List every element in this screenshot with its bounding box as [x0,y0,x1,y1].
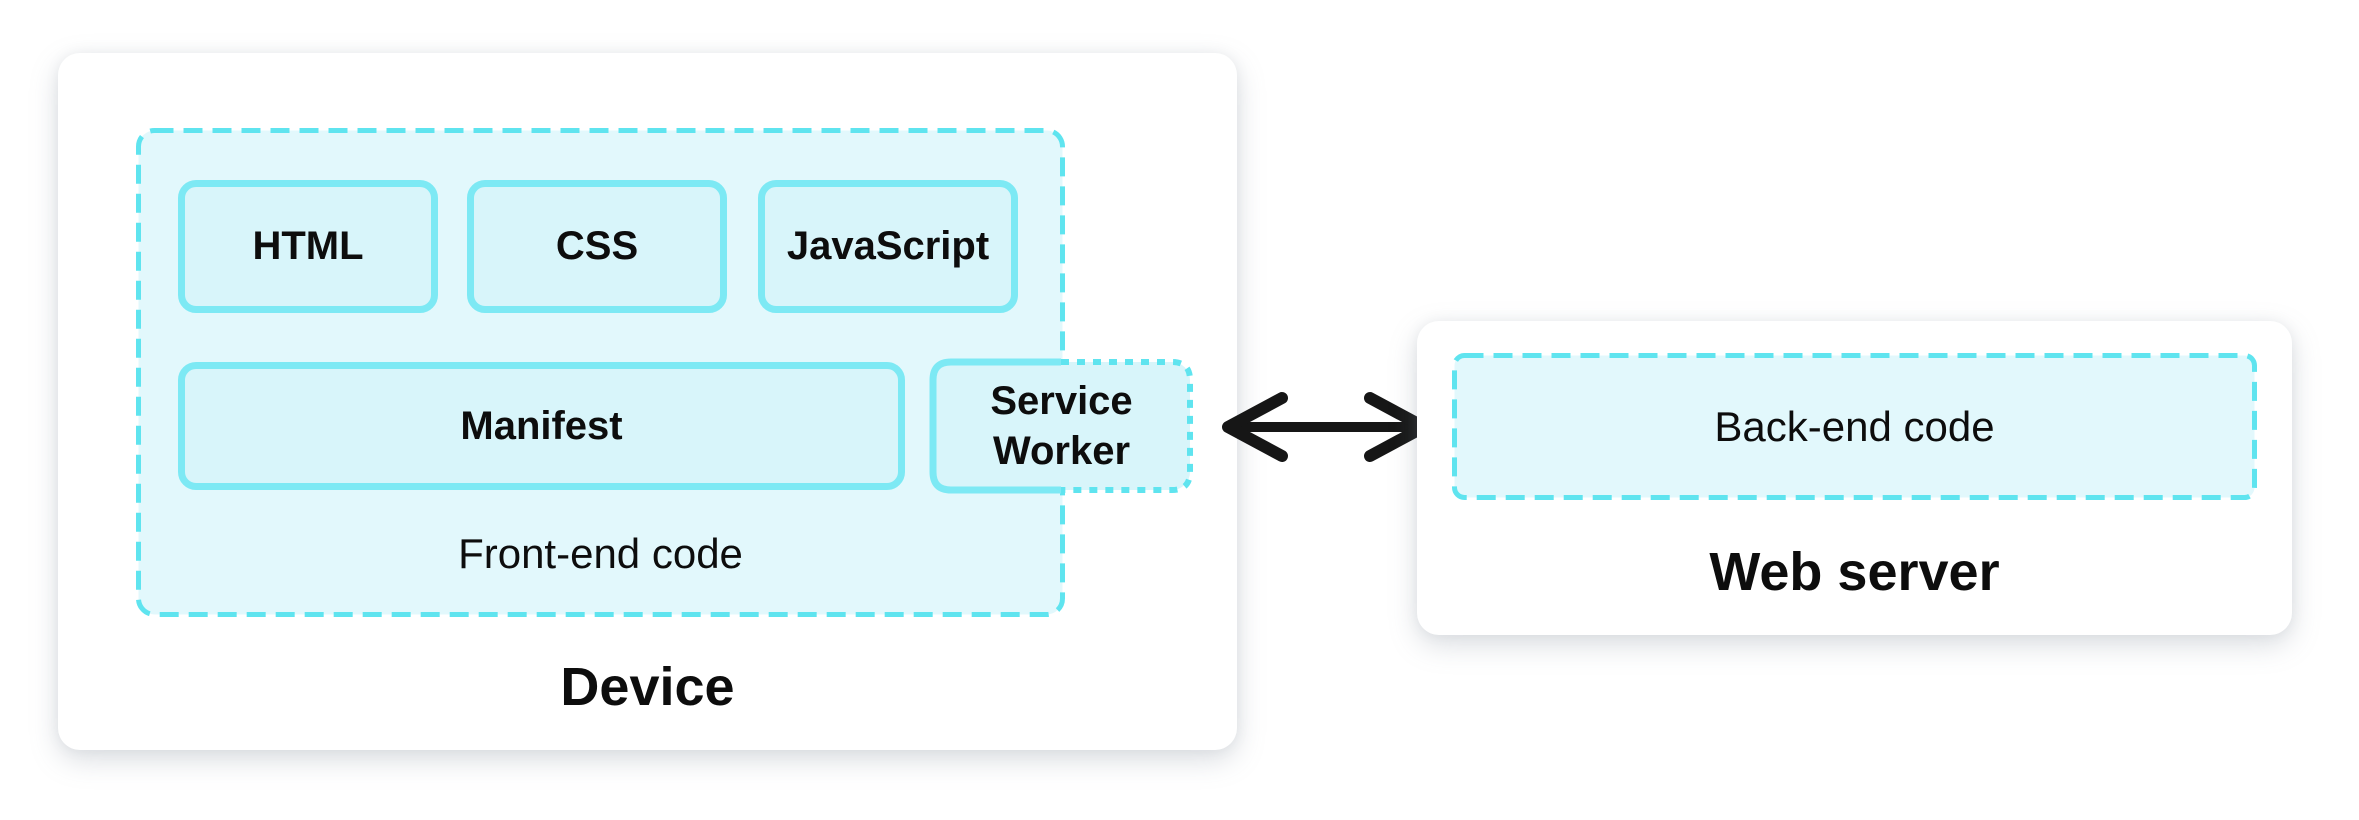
javascript-box: JavaScript [758,180,1018,313]
double-arrow-icon [1222,392,1430,462]
manifest-box: Manifest [178,362,905,490]
web-server-card: Back-end code Web server [1417,321,2292,635]
backend-code-box: Back-end code [1452,353,2257,500]
backend-dashed-outline [1452,353,2257,500]
html-box: HTML [178,180,438,313]
service-worker-outline [929,358,1193,494]
frontend-code-label: Front-end code [458,530,743,577]
css-box: CSS [467,180,727,313]
device-card: Front-end code HTML CSS JavaScript Manif… [58,53,1237,750]
service-worker-label: Service Worker [990,379,1133,473]
device-label: Device [560,657,735,717]
web-server-label: Web server [1709,542,2000,602]
backend-code-label: Back-end code [1714,402,1995,450]
service-worker-box: Service Worker [929,358,1194,494]
